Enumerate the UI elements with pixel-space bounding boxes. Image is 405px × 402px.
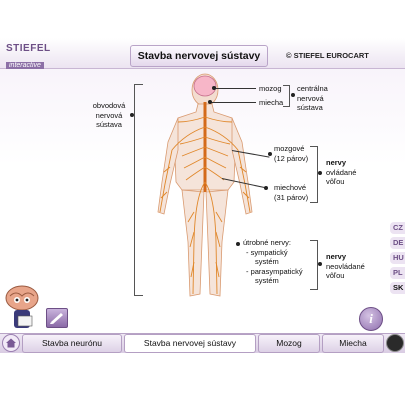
label-central: centrálna nervová sústava [297, 84, 328, 113]
pointer-dot [212, 86, 216, 90]
label-visceral-item: systém [255, 276, 279, 285]
pointer-dot [236, 242, 240, 246]
info-button[interactable]: i [359, 307, 383, 331]
label-cranial-line1: mozgové [274, 144, 305, 153]
label-central-line3: sústava [297, 103, 323, 112]
label-central-line1: centrálna [297, 84, 328, 93]
copyright-text: © STIEFEL EUROCART [286, 51, 369, 60]
stiefel-logo: STIEFEL interactive [6, 43, 68, 69]
label-spinal: miechové (31 párov) [274, 183, 308, 202]
lang-pl[interactable]: PL [390, 267, 405, 279]
label-cranial-line2: (12 párov) [274, 153, 309, 163]
page-title: Stavba nervovej sústavy [130, 45, 268, 67]
pointer-dot [130, 113, 134, 117]
home-icon [6, 338, 16, 348]
tab-stavba-neuronu[interactable]: Stavba neurónu [22, 334, 122, 353]
info-icon: i [369, 311, 373, 326]
tab-stavba-nervovej-sustavy[interactable]: Stavba nervovej sústavy [124, 334, 256, 353]
label-voluntary-line1: nervy [326, 158, 347, 167]
label-involuntary-line1: nervy [326, 252, 347, 261]
label-peripheral-line3: sústava [96, 120, 122, 129]
lang-de[interactable]: DE [390, 237, 405, 249]
pointer-line [214, 88, 256, 89]
label-involuntary-line2: neovládané [326, 261, 365, 271]
logo-line1: STIEFEL [6, 43, 51, 54]
bracket [134, 84, 143, 296]
brain-shape [193, 75, 217, 97]
pointer-line [210, 102, 256, 103]
label-mozog: mozog [259, 84, 282, 93]
label-visceral-item: - sympatický [246, 247, 288, 257]
label-miecha: miecha [259, 98, 284, 107]
pointer-dot [264, 186, 268, 190]
label-involuntary-line3: vôľou [326, 271, 345, 280]
label-spinal-line2: (31 párov) [274, 192, 309, 202]
lang-cz[interactable]: CZ [390, 222, 405, 234]
bracket [310, 146, 318, 203]
label-voluntary-line3: vôľou [326, 177, 345, 186]
label-visceral-item: systém [255, 257, 279, 266]
label-visceral-title: útrobné nervy: [243, 238, 291, 247]
lang-hu[interactable]: HU [390, 252, 405, 264]
pen-tool-button[interactable] [46, 308, 68, 328]
brain-mascot-icon [5, 285, 39, 328]
bracket [283, 85, 290, 107]
pen-tool-icon [50, 313, 63, 324]
pointer-dot [318, 262, 322, 266]
label-peripheral-line2: nervová [95, 110, 123, 120]
round-dark-button[interactable] [386, 334, 404, 352]
label-spinal-line1: miechové [274, 183, 307, 192]
label-peripheral: obvodová nervová sústava [90, 101, 128, 130]
pointer-dot [291, 93, 295, 97]
label-visceral-item: - parasympatický [246, 266, 303, 276]
label-visceral: útrobné nervy: - sympatický systém - par… [243, 238, 303, 286]
label-central-line2: nervová [297, 93, 324, 103]
bracket [310, 240, 318, 290]
logo-line2: interactive [6, 62, 44, 69]
tab-miecha[interactable]: Miecha [322, 334, 384, 353]
home-button[interactable] [2, 334, 20, 352]
label-cranial: mozgové (12 párov) [274, 144, 308, 163]
tab-mozog[interactable]: Mozog [258, 334, 320, 353]
lang-sk[interactable]: SK [390, 282, 405, 294]
label-voluntary-line2: ovládané [326, 167, 357, 177]
label-peripheral-line1: obvodová [92, 101, 126, 110]
pointer-dot [208, 100, 212, 104]
nervous-system-illustration [157, 73, 253, 297]
label-voluntary: nervy ovládané vôľou [326, 158, 356, 187]
pointer-dot [318, 171, 322, 175]
label-involuntary: nervy neovládané vôľou [326, 252, 365, 281]
pointer-dot [268, 152, 272, 156]
